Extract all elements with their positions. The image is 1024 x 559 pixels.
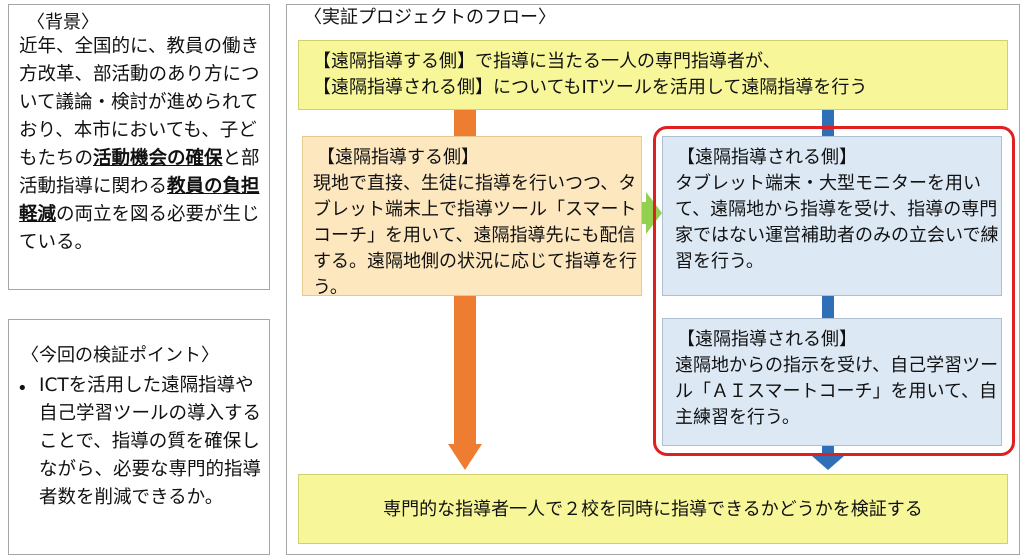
flow-title: 〈実証プロジェクトのフロー〉 (304, 7, 556, 28)
background-text-part-3: の両立を図る必要が生じている。 (19, 204, 260, 253)
verification-panel: 〈今回の検証ポイント〉 • ICTを活用した遠隔指導や自己学習ツールの導入するこ… (8, 319, 270, 555)
remote-instructor-text: 現地で直接、生徒に指導を行いつつ、タブレット端末上で指導ツール「スマートコーチ」… (313, 173, 637, 298)
flow-top-box: 【遠隔指導する側】で指導に当たる一人の専門指導者が、 【遠隔指導される側】につい… (298, 40, 1008, 110)
remote-instructor-box: 【遠隔指導する側】 現地で直接、生徒に指導を行いつつ、タブレット端末上で指導ツー… (302, 136, 642, 298)
background-heading: 〈背景〉 (27, 12, 99, 33)
remote-instructor-heading: 【遠隔指導する側】 (317, 147, 479, 168)
remote-receiver-text-2: 遠隔地からの指示を受け、自己学習ツール「ＡＩスマートコーチ」を用いて、自主練習を… (675, 355, 999, 428)
flow-top-text: 【遠隔指導する側】で指導に当たる一人の専門指導者が、 【遠隔指導される側】につい… (313, 51, 868, 98)
background-panel: 〈背景〉 近年、全国的に、教員の働き方改革、部活動のあり方について議論・検討が進… (8, 4, 270, 290)
flow-bottom-text: 専門的な指導者一人で２校を同時に指導できるかどうかを検証する (383, 499, 923, 520)
remote-receiver-highlight (653, 126, 1015, 456)
verification-heading: 〈今回の検証ポイント〉 (21, 345, 219, 366)
background-emphasis-activity: 活動機会の確保 (93, 148, 223, 169)
remote-receiver-box-2: 【遠隔指導される側】 遠隔地からの指示を受け、自己学習ツール「ＡＩスマートコーチ… (662, 318, 1002, 446)
verification-bullet: • (17, 378, 28, 399)
remote-receiver-box-1: 【遠隔指導される側】 タブレット端末・大型モニターを用いて、遠隔地から指導を受け… (662, 136, 1002, 296)
background-emphasis-burden: 教員の負担軽減 (19, 176, 260, 225)
remote-receiver-heading-2: 【遠隔指導される側】 (677, 329, 857, 350)
background-text-part-1: 近年、全国的に、教員の働き方改革、部活動のあり方について議論・検討が進められてお… (19, 36, 260, 169)
remote-receiver-heading-1: 【遠隔指導される側】 (677, 147, 857, 168)
remote-receiver-text-1: タブレット端末・大型モニターを用いて、遠隔地から指導を受け、指導の専門家ではない… (675, 173, 999, 272)
background-text: 近年、全国的に、教員の働き方改革、部活動のあり方について議論・検討が進められてお… (19, 33, 263, 257)
verification-text: ICTを活用した遠隔指導や自己学習ツールの導入することで、指導の質を確保しながら… (39, 375, 262, 508)
flow-bottom-box: 専門的な指導者一人で２校を同時に指導できるかどうかを検証する (298, 474, 1008, 544)
background-text-part-2: と部活動指導に関わる (19, 148, 260, 197)
